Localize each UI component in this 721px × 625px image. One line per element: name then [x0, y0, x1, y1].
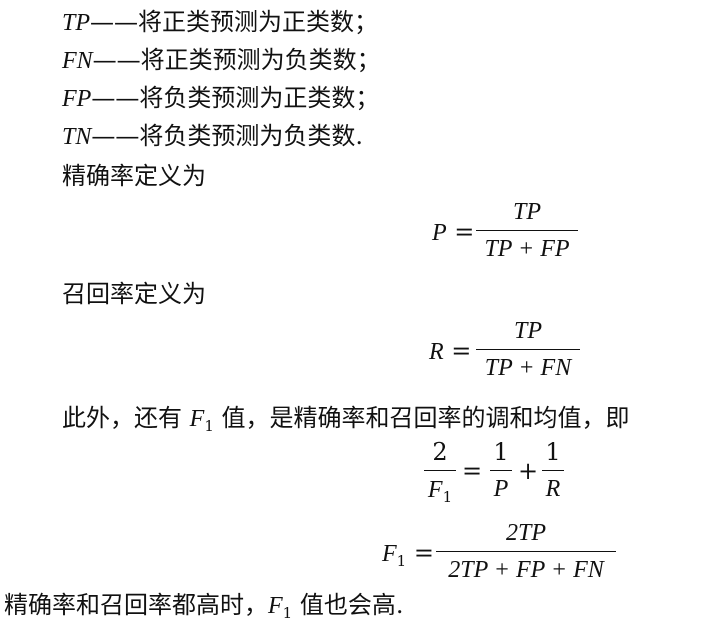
recall-lhs: R =: [429, 337, 472, 365]
fraction-bar: [476, 230, 578, 231]
definition-text: 将正类预测为正类数；: [138, 8, 379, 36]
term-1-numerator: 1: [493, 438, 509, 466]
term-fp: FP: [62, 86, 92, 112]
definition-dash: ——: [92, 46, 141, 74]
definition-dash: ——: [91, 84, 140, 112]
recall-numerator: TP: [513, 318, 542, 344]
fraction-bar: [490, 470, 512, 471]
conclusion-line: 精确率和召回率都高时，F1 值也会高.: [4, 591, 404, 622]
fraction-bar: [476, 349, 580, 350]
fraction-bar: [436, 551, 616, 552]
term-tn: TN: [62, 124, 92, 150]
recall-denominator: TP + FN: [484, 355, 572, 381]
term-2-denominator: R: [545, 476, 561, 502]
f1-denominator: 2TP + FP + FN: [448, 557, 604, 583]
fraction-bar: [424, 470, 456, 471]
f1-numerator: 2TP: [505, 520, 546, 546]
f1-intro: 此外，还有 F1 值，是精确率和召回率的调和均值，即: [62, 404, 630, 435]
harmonic-term-1: 1 P: [490, 440, 512, 501]
definition-dash: ——: [90, 8, 139, 36]
precision-denominator: TP + FP: [484, 236, 570, 262]
harmonic-lhs-numerator: 2: [432, 438, 448, 466]
precision-lhs: P =: [432, 218, 475, 246]
definition-fn: FN——将正类预测为负类数；: [62, 48, 381, 73]
precision-numerator: TP: [512, 199, 541, 225]
fraction-bar: [542, 470, 564, 471]
definition-text: 将正类预测为负类数；: [140, 46, 381, 74]
f1-symbol: F: [268, 593, 283, 619]
term-1-denominator: P: [493, 476, 509, 502]
term-tp: TP: [62, 10, 91, 36]
f1-symbol: F: [189, 406, 205, 432]
f1-subscript: 1: [204, 417, 214, 435]
harmonic-lhs-denominator: F1: [427, 477, 453, 506]
precision-intro: 精确率定义为: [62, 162, 206, 190]
f1-subscript: 1: [282, 604, 293, 622]
recall-intro: 召回率定义为: [62, 280, 206, 308]
recall-fraction: TP TP + FN: [476, 319, 580, 380]
f1-fraction: 2TP 2TP + FP + FN: [436, 521, 616, 582]
definition-tp: TP——将正类预测为正类数；: [62, 10, 378, 35]
definition-text: 将负类预测为正类数；: [139, 84, 380, 112]
term-2-numerator: 1: [545, 438, 561, 466]
plus-sign: +: [518, 457, 539, 485]
definition-tn: TN——将负类预测为负类数.: [62, 124, 363, 149]
f1-formula-lhs: F1 =: [382, 539, 434, 570]
harmonic-lhs-fraction: 2 F1: [424, 440, 456, 505]
definition-text: 将负类预测为负类数.: [139, 122, 363, 150]
definition-fp: FP——将负类预测为正类数；: [62, 86, 379, 111]
precision-fraction: TP TP + FP: [476, 200, 578, 261]
harmonic-term-2: 1 R: [542, 440, 564, 501]
equals-sign: =: [462, 457, 483, 485]
definition-dash: ——: [91, 122, 140, 150]
term-fn: FN: [62, 48, 93, 74]
